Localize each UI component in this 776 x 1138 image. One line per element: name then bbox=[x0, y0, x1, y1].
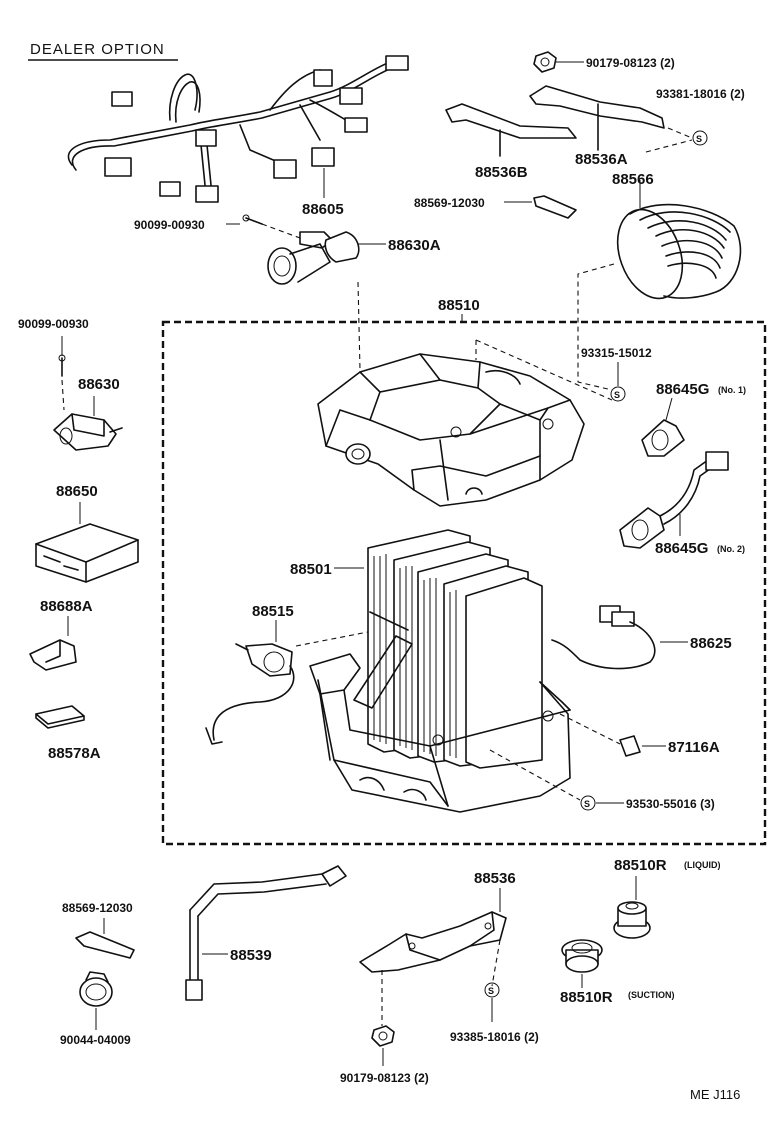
label-88645G-no1-note: (No. 1) bbox=[718, 385, 746, 395]
screw-90099-b bbox=[58, 336, 66, 377]
s-mark-93385 bbox=[484, 982, 500, 998]
switch-88645G-no2 bbox=[619, 451, 729, 549]
label-88510R-suction-note: (SUCTION) bbox=[628, 990, 675, 1000]
label-88536: 88536 bbox=[474, 870, 516, 887]
clip-88569-top bbox=[504, 195, 577, 219]
label-88625: 88625 bbox=[690, 635, 732, 652]
label-93530: 93530-55016 (3) bbox=[626, 797, 715, 811]
tube-88539 bbox=[185, 865, 347, 1001]
label-88536A: 88536A bbox=[575, 151, 628, 168]
label-88630: 88630 bbox=[78, 376, 120, 393]
s-mark-93530-text: S bbox=[584, 799, 590, 809]
label-93315: 93315-15012 bbox=[581, 346, 652, 360]
s-mark-93315-text: S bbox=[614, 390, 620, 400]
pad-88578A bbox=[35, 705, 85, 729]
label-88515: 88515 bbox=[252, 603, 294, 620]
duct-88566 bbox=[616, 180, 742, 300]
label-88510R-liquid-note: (LIQUID) bbox=[684, 860, 721, 870]
lower-case bbox=[309, 653, 571, 813]
evaporator-88501 bbox=[334, 529, 543, 769]
clip-87116A bbox=[619, 735, 666, 757]
nut-90179-top bbox=[533, 51, 584, 73]
s-mark-93381 bbox=[692, 130, 708, 146]
switch-88645G-no1 bbox=[641, 397, 685, 457]
label-88645G-no1: 88645G bbox=[656, 381, 709, 398]
nut-90179-bot bbox=[371, 1025, 395, 1066]
label-88569-top: 88569-12030 bbox=[414, 196, 485, 210]
label-88650: 88650 bbox=[56, 483, 98, 500]
s-mark-93315 bbox=[610, 386, 626, 402]
label-90099-a: 90099-00930 bbox=[134, 218, 205, 232]
amplifier-88650 bbox=[35, 502, 139, 583]
label-88501: 88501 bbox=[290, 561, 332, 578]
clip-88569-bot bbox=[75, 918, 135, 959]
sensor-88515 bbox=[205, 620, 295, 745]
label-88539: 88539 bbox=[230, 947, 272, 964]
bracket-88688A bbox=[29, 616, 77, 671]
s-mark-93385-text: S bbox=[488, 986, 494, 996]
footer-code: ME J116 bbox=[690, 1087, 740, 1102]
label-90179-top: 90179-08123 (2) bbox=[586, 56, 675, 70]
label-87116A: 87116A bbox=[668, 739, 720, 756]
label-88688A: 88688A bbox=[40, 598, 93, 615]
s-mark-93530 bbox=[580, 795, 596, 811]
grommet-88510R-liquid bbox=[613, 876, 651, 939]
clamp-90044 bbox=[79, 971, 113, 1030]
upper-case bbox=[317, 353, 585, 507]
s-mark-93381-text: S bbox=[696, 134, 702, 144]
label-90179-bot: 90179-08123 (2) bbox=[340, 1071, 429, 1085]
actuator-88630A bbox=[267, 231, 386, 285]
bracket-88536B bbox=[445, 103, 577, 157]
label-88569-bot: 88569-12030 bbox=[62, 901, 133, 915]
label-88630A: 88630A bbox=[388, 237, 441, 254]
label-88510R-suction: 88510R bbox=[560, 989, 613, 1006]
wire-harness-88605 bbox=[67, 55, 409, 203]
label-90099-b: 90099-00930 bbox=[18, 317, 89, 331]
label-88536B: 88536B bbox=[475, 164, 528, 181]
label-90044: 90044-04009 bbox=[60, 1033, 131, 1047]
assembly-frame-88510 bbox=[161, 320, 767, 846]
label-88510: 88510 bbox=[438, 297, 480, 314]
label-93381: 93381-18016 (2) bbox=[656, 87, 745, 101]
label-88566: 88566 bbox=[612, 171, 654, 188]
thermistor-88625 bbox=[551, 605, 688, 670]
grommet-88510R-suction bbox=[561, 939, 603, 988]
actuator-88630 bbox=[53, 396, 123, 451]
label-88578A: 88578A bbox=[48, 745, 101, 762]
label-88605: 88605 bbox=[302, 201, 344, 218]
label-88645G-no2-note: (No. 2) bbox=[717, 544, 745, 554]
bracket-88536 bbox=[359, 888, 507, 973]
bracket-88536A bbox=[529, 85, 665, 151]
label-88645G-no2: 88645G bbox=[655, 540, 708, 557]
screw-90099-a bbox=[226, 214, 263, 225]
label-93385: 93385-18016 (2) bbox=[450, 1030, 539, 1044]
header-title: DEALER OPTION bbox=[30, 41, 165, 58]
label-88510R-liquid: 88510R bbox=[614, 857, 667, 874]
